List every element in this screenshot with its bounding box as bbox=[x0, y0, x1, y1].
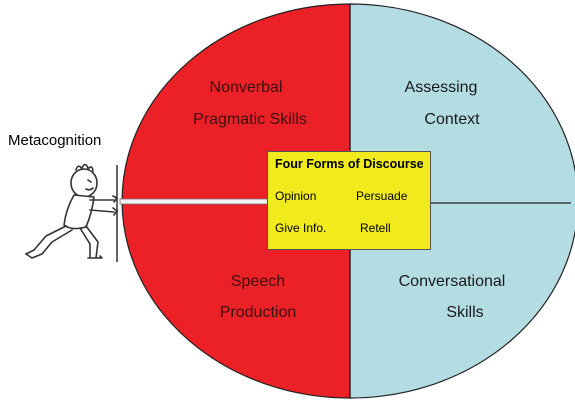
quadrant-bottom-left-line1: Speech bbox=[231, 273, 285, 290]
quadrant-bottom-left-line2: Production bbox=[220, 304, 297, 321]
quadrant-top-left-line2: Pragmatic Skills bbox=[193, 111, 307, 128]
quadrant-top-left-line1: Nonverbal bbox=[210, 79, 283, 96]
form-persuade: Persuade bbox=[356, 189, 408, 203]
quadrant-bottom-right-line1: Conversational bbox=[399, 273, 506, 290]
right-half-blue bbox=[349, 3, 575, 399]
quadrant-top-right-line2: Context bbox=[424, 111, 480, 128]
discourse-box: Four Forms of Discourse Opinion Persuade… bbox=[267, 151, 431, 250]
metacognition-label: Metacognition bbox=[8, 132, 102, 149]
quadrant-bottom-right-line2: Skills bbox=[446, 304, 483, 321]
pushing-figure-icon bbox=[25, 163, 118, 259]
form-give-info: Give Info. bbox=[275, 221, 327, 235]
horizontal-bar-left bbox=[119, 198, 271, 205]
form-opinion: Opinion bbox=[275, 189, 317, 203]
discourse-title: Four Forms of Discourse bbox=[275, 157, 424, 171]
quadrant-top-right-line1: Assessing bbox=[405, 79, 478, 96]
form-retell: Retell bbox=[360, 221, 391, 235]
